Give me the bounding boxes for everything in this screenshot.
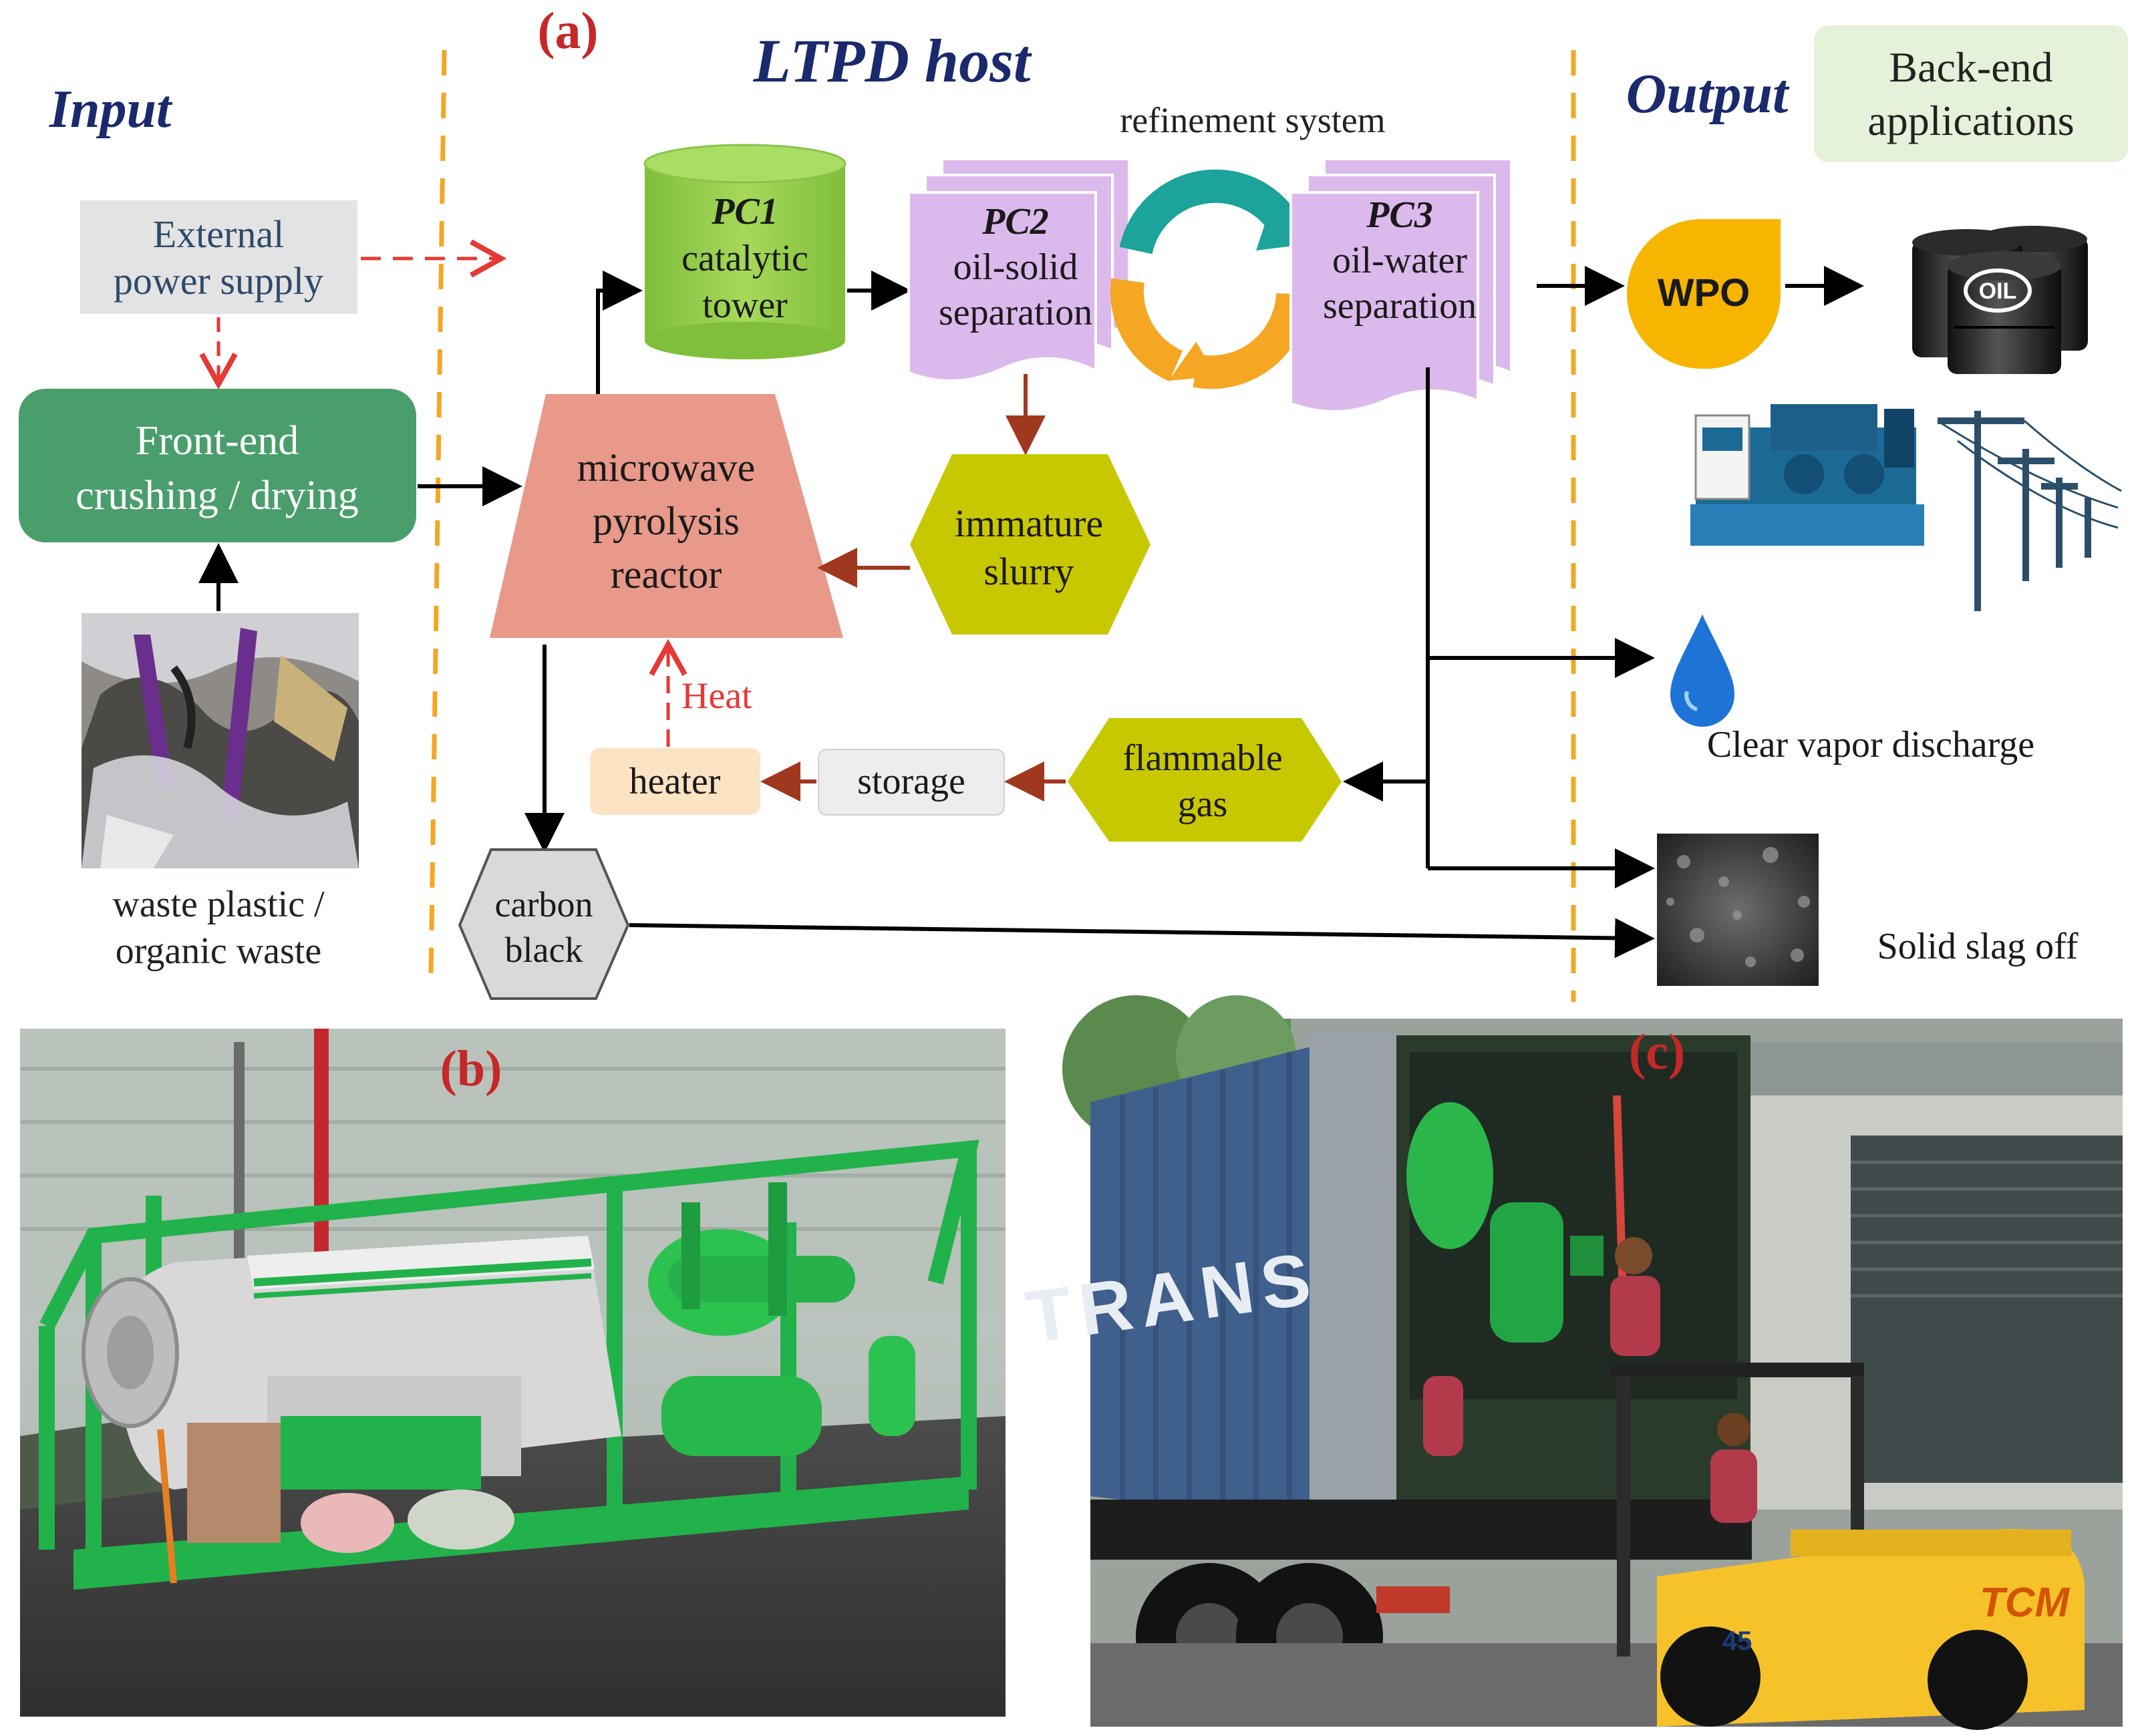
carbon-line1: carbon (495, 884, 593, 924)
heater-label: heater (629, 761, 721, 802)
power-lines-icon (1937, 411, 2122, 611)
pc1-title: PC1 (711, 191, 778, 232)
waste-photo (82, 613, 359, 868)
vapor-caption: Clear vapor discharge (1707, 724, 2034, 765)
carbon-black-shape (458, 848, 630, 1000)
slag-texture (1666, 847, 1810, 967)
panel-a: (a) Input LTPD host Output Back-end appl… (19, 1, 2128, 1002)
front-end-line1: Front-end (136, 418, 299, 464)
back-end-line1: Back-end (1889, 43, 2052, 91)
reactor-line2: pyrolysis (593, 499, 740, 543)
panel-c-photo (1062, 995, 2123, 1730)
front-end-line2: crushing / drying (75, 473, 359, 518)
panel-b-photo (20, 1029, 1006, 1717)
pc2-line2: oil-solid (953, 246, 1078, 288)
immature-line2: slurry (983, 550, 1074, 593)
generator-icon (1690, 404, 1924, 546)
reactor-line1: microwave (577, 446, 756, 490)
divider-input-host (428, 49, 447, 976)
reactor-shape (490, 394, 843, 638)
refinement-label: refinement system (1120, 100, 1385, 140)
wpo-label: WPO (1658, 271, 1750, 315)
heat-label: Heat (681, 675, 752, 717)
pc2-title: PC2 (981, 201, 1049, 242)
immature-slurry-shape (910, 454, 1151, 635)
section-input-title: Input (49, 80, 173, 139)
water-drop-icon (1670, 615, 1734, 727)
oil-barrel-label: OIL (1979, 279, 2017, 304)
panel-c-label: (c) (1629, 1024, 1685, 1080)
waste-caption-line1: waste plastic / (112, 884, 325, 925)
external-power-line2: power supply (114, 259, 323, 303)
back-end-line2: applications (1867, 97, 2074, 144)
heater-box (590, 748, 760, 815)
pc3-title: PC3 (1366, 194, 1433, 236)
pc3-oil-water-separation (1289, 158, 1513, 413)
oil-barrels-icon (1912, 226, 2088, 374)
water-drop-highlight (1684, 691, 1698, 711)
back-end-box (1814, 25, 2128, 162)
panel-a-label: (a) (538, 1, 599, 59)
pc3-line3: separation (1323, 285, 1477, 327)
pc1-catalytic-tower (643, 144, 847, 359)
section-output-title: Output (1626, 63, 1790, 125)
slag-caption: Solid slag off (1877, 926, 2079, 967)
immature-line1: immature (955, 502, 1103, 545)
front-end-box (19, 389, 416, 542)
reactor-to-pc1-arrow (596, 271, 643, 397)
pc1-line2: catalytic (681, 238, 808, 279)
pc1-line3: tower (702, 285, 788, 326)
flammable-gas-shape (1068, 718, 1342, 842)
forklift-number: 45 (1722, 1626, 1752, 1656)
refinement-cycle-icon (1110, 169, 1310, 389)
storage-label: storage (857, 761, 965, 802)
external-power-box (80, 200, 357, 314)
pc3-line2: oil-water (1332, 240, 1467, 281)
pc2-oil-solid-separation (907, 158, 1130, 383)
reactor-line3: reactor (611, 552, 722, 596)
carbon-to-slag-arrow (629, 918, 1655, 959)
forklift-brand: TCM (1980, 1580, 2071, 1626)
carbon-line2: black (505, 930, 583, 970)
waste-caption-line2: organic waste (116, 930, 321, 972)
pc2-line3: separation (939, 292, 1092, 333)
flammable-line2: gas (1178, 784, 1228, 825)
external-power-line1: External (153, 212, 284, 256)
section-host-title: LTPD host (753, 27, 1032, 95)
panel-b-label: (b) (440, 1041, 502, 1097)
flammable-line1: flammable (1122, 737, 1282, 779)
wpo-shape (1627, 219, 1781, 369)
